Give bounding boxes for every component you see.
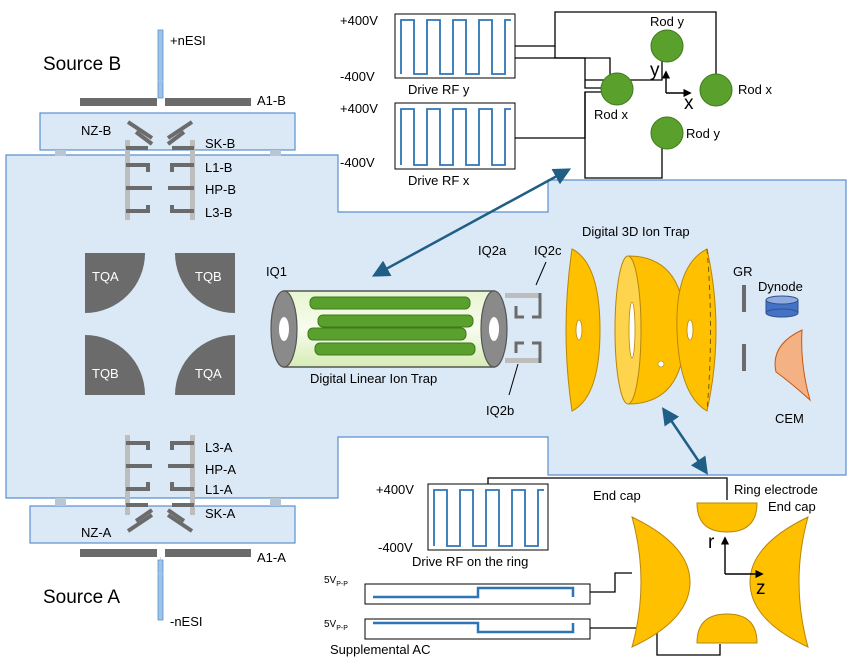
magnify-arrow-top (371, 168, 572, 277)
rod-y-top-label: Rod y (650, 14, 684, 29)
dynode-label: Dynode (758, 279, 803, 294)
source-a-optics (80, 435, 251, 621)
rf-top-minus-x: -400V (340, 155, 375, 170)
rf-top-plus-x: +400V (340, 101, 378, 116)
iq2b-label: IQ2b (486, 403, 514, 418)
source-a-stage (29, 505, 296, 544)
digital-3d-ion-trap (565, 248, 811, 412)
magnify-arrow-bottom (662, 407, 708, 475)
ring-plus-label: +400V (376, 482, 414, 497)
rf-top-minus-y: -400V (340, 69, 375, 84)
axis-r-label: r (708, 532, 715, 553)
rod-y-bottom-label: Rod y (686, 126, 720, 141)
axis-x-label: x (684, 93, 694, 114)
quadrupole-rods (85, 253, 235, 395)
cem-icon (774, 329, 811, 402)
drive-rf-x-label: Drive RF x (408, 173, 470, 188)
ring-electrode-label: Ring electrode (734, 482, 818, 497)
drive-rf-ring-label: Drive RF on the ring (412, 554, 528, 569)
quad-tqb-2: TQB (92, 366, 119, 381)
cem-label: CEM (775, 411, 804, 426)
source-a-title: Source A (43, 587, 120, 608)
rf-top-plus-y: +400V (340, 13, 378, 28)
gate-label: GR (733, 264, 753, 279)
rod-x-right-label: Rod x (738, 82, 772, 97)
source-b-aperture: A1-B (257, 93, 286, 108)
linear-trap-entry: IQ1 (266, 264, 287, 279)
quad-tqb-1: TQB (195, 269, 222, 284)
source-a-nozzle: NZ-A (81, 525, 112, 540)
iq2a-label: IQ2a (478, 243, 507, 258)
end-cap-left-label: End cap (593, 488, 641, 503)
drive-rf-y-label: Drive RF y (408, 82, 470, 97)
iq2c-label: IQ2c (534, 243, 562, 258)
quad-tqa-1: TQA (92, 269, 119, 284)
trap3d-title: Digital 3D Ion Trap (582, 224, 690, 239)
end-cap-right-label: End cap (768, 499, 816, 514)
rod-x-left-label: Rod x (594, 107, 628, 122)
source-b-optics (80, 29, 251, 220)
source-a-spray: -nESI (170, 614, 203, 629)
source-b-hexapole: HP-B (205, 182, 236, 197)
source-b-skimmer: SK-B (205, 136, 235, 151)
source-a-lens3: L3-A (205, 440, 233, 455)
rf-drive-top (394, 11, 733, 179)
ac-amplitude-1: 5VP-P (324, 575, 348, 588)
ring-minus-label: -400V (378, 540, 413, 555)
source-b-spray: +nESI (170, 33, 206, 48)
linear-ion-trap (270, 261, 547, 396)
source-b-title: Source B (43, 54, 121, 75)
ring-drive-bottom (364, 477, 809, 656)
ac-amplitude-2: 5VP-P (324, 619, 348, 632)
source-a-lens: L1-A (205, 482, 233, 497)
source-a-hexapole: HP-A (205, 462, 236, 477)
linear-trap-title: Digital Linear Ion Trap (310, 371, 437, 386)
axis-z-label: z (756, 578, 766, 599)
source-a-skimmer: SK-A (205, 506, 236, 521)
source-b-lens3: L3-B (205, 205, 232, 220)
source-b-lens: L1-B (205, 160, 232, 175)
chamber-connectors (55, 150, 281, 506)
source-b-stage (39, 112, 296, 151)
supplemental-ac-label: Supplemental AC (330, 642, 430, 657)
source-a-aperture: A1-A (257, 550, 286, 565)
dynode-icon (765, 295, 799, 318)
axis-y-label: y (650, 60, 660, 81)
quad-tqa-2: TQA (195, 366, 222, 381)
source-b-nozzle: NZ-B (81, 123, 111, 138)
